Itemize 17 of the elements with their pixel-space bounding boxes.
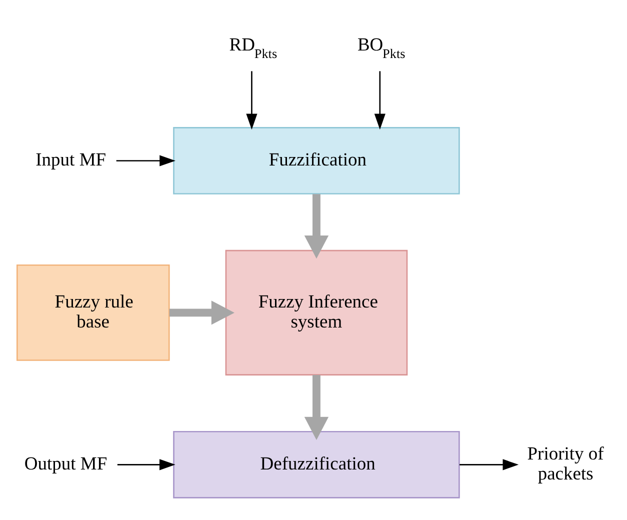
node-text: BO$_{Pkts}$ — [357, 35, 406, 61]
node-text: Input MF — [36, 150, 106, 170]
node-text: RD$_{Pkts}$ — [229, 35, 278, 61]
arrow — [116, 154, 176, 166]
node-text: Priority of packets — [527, 444, 604, 484]
arrow — [374, 70, 386, 130]
arrow — [169, 300, 234, 324]
arrow — [304, 374, 329, 440]
node-box: Defuzzification — [173, 430, 460, 498]
arrow — [246, 70, 258, 130]
arrow — [304, 194, 329, 258]
arrow — [117, 458, 176, 470]
node-box: Fuzzification — [173, 126, 460, 194]
node-box: Fuzzy Inference system — [225, 249, 408, 375]
node-text: Output MF — [24, 454, 108, 474]
arrow — [460, 458, 519, 470]
node-box: Fuzzy rule base — [16, 264, 170, 360]
